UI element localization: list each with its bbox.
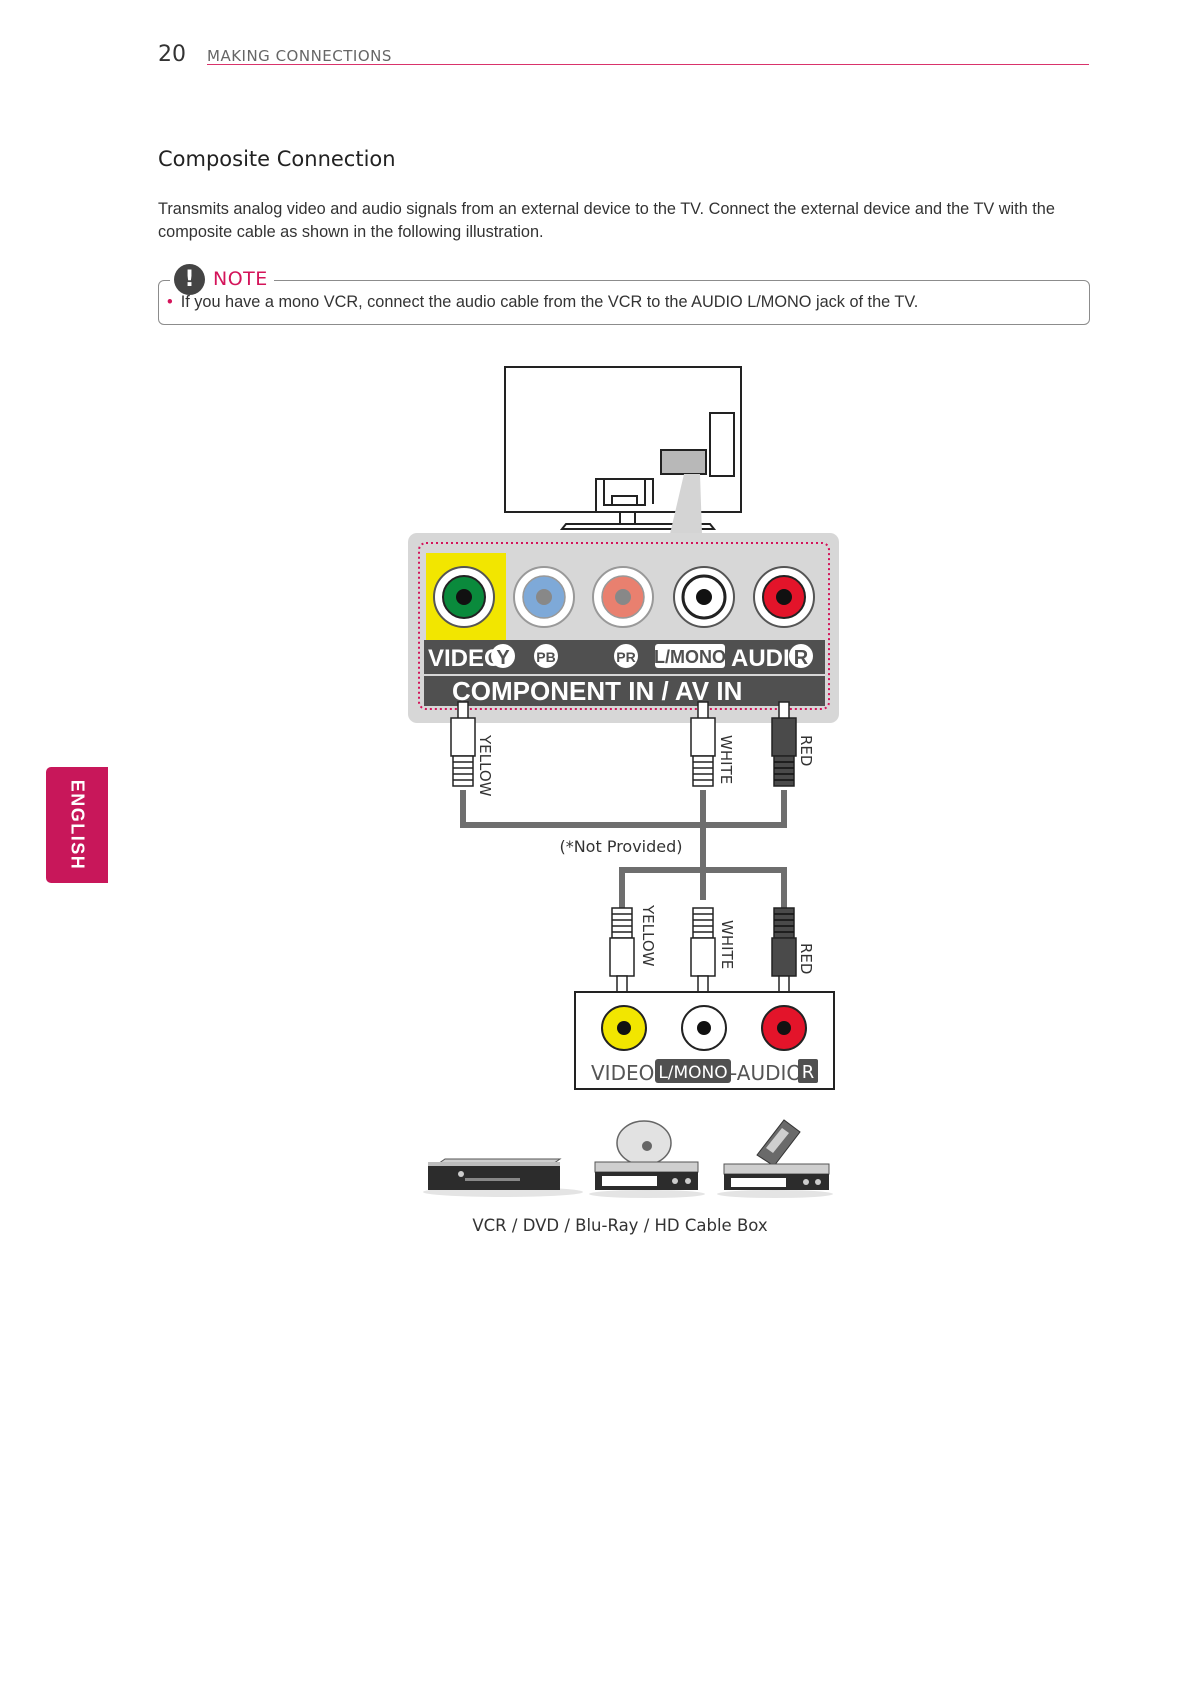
- plug-yellow-bottom: [609, 907, 635, 995]
- label-l-mono: L/MONO: [654, 647, 726, 667]
- cable-box-illustration: [717, 1119, 833, 1198]
- label-r: R: [794, 647, 809, 669]
- device-label-video: VIDEO: [591, 1061, 654, 1085]
- top-plugs: [450, 701, 797, 787]
- section-header: MAKING CONNECTIONS: [207, 47, 392, 65]
- device-label-l-mono: L/MONO: [658, 1063, 727, 1083]
- cable-label-red-top: RED: [797, 735, 815, 766]
- label-pb: PB: [536, 649, 555, 665]
- cable-label-white-top: WHITE: [717, 735, 735, 784]
- vcr-illustration: [423, 1158, 583, 1197]
- plug-yellow-top: [450, 701, 476, 787]
- panel-title: COMPONENT IN / AV IN: [452, 676, 742, 706]
- jack-pb: [513, 566, 575, 628]
- note-item: • If you have a mono VCR, connect the aud…: [167, 293, 918, 312]
- note-label: NOTE: [213, 268, 268, 290]
- device-jack-audio-r: [761, 1005, 807, 1051]
- plug-red-top: [771, 701, 797, 787]
- header-divider: [207, 64, 1089, 65]
- device-label-audio: -AUDIO-: [730, 1061, 810, 1085]
- tv-jack-panel: VIDEO/ Y PB PR L/MONO AUDIO R COMPONENT …: [408, 533, 839, 723]
- plug-white-top: [690, 701, 716, 787]
- cable-label-white-bottom: WHITE: [718, 920, 736, 969]
- plug-red-bottom: [771, 907, 797, 995]
- cable-label-yellow-top: YELLOW: [476, 734, 494, 797]
- device-caption: VCR / DVD / Blu-Ray / HD Cable Box: [472, 1216, 768, 1235]
- tv-illustration: [504, 366, 742, 534]
- cable-lines: [460, 790, 787, 910]
- label-pr: PR: [616, 649, 635, 665]
- language-tab: ENGLISH: [46, 767, 108, 883]
- jack-audio-r: [753, 566, 815, 628]
- plug-white-bottom: [690, 907, 716, 995]
- device-jack-video: [601, 1005, 647, 1051]
- device-label-r: R: [802, 1062, 815, 1083]
- device-jack-audio-l: [681, 1005, 727, 1051]
- cable-label-red-bottom: RED: [797, 943, 815, 974]
- section-title: Composite Connection: [158, 147, 396, 171]
- note-box: [158, 280, 1090, 325]
- jack-audio-l: [673, 566, 735, 628]
- bullet-icon: •: [167, 293, 173, 311]
- bottom-plugs: [609, 907, 797, 995]
- cable-label-yellow-bottom: YELLOW: [639, 904, 657, 967]
- exclamation-icon: !: [174, 263, 205, 295]
- note-item-text: If you have a mono VCR, connect the audi…: [180, 293, 919, 311]
- jack-pr: [592, 566, 654, 628]
- device-jack-panel: VIDEO L/MONO -AUDIO- R: [574, 991, 835, 1090]
- label-y: Y: [496, 647, 510, 669]
- note-header: ! NOTE: [170, 262, 274, 296]
- jack-video: [433, 566, 495, 628]
- intro-paragraph: Transmits analog video and audio signals…: [158, 200, 1055, 241]
- cable-note: (*Not Provided): [559, 837, 682, 856]
- page-number: 20: [158, 42, 186, 67]
- dvd-player-illustration: [589, 1120, 705, 1198]
